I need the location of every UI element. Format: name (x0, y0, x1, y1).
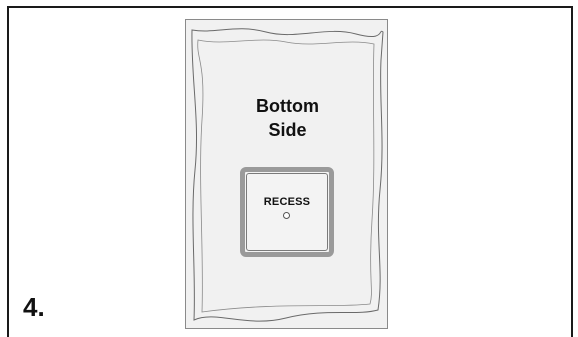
wrapping-outline (191, 28, 384, 322)
step-number: 4. (23, 292, 45, 322)
bottom-side-panel: Bottom Side RECESS (185, 19, 388, 329)
panel-title: Bottom Side (186, 94, 389, 142)
recess-hole-icon (283, 212, 290, 219)
panel-title-line2: Side (268, 120, 307, 140)
frame-border (7, 6, 573, 337)
recess-label: RECESS (263, 196, 311, 208)
recess-box: RECESS (240, 167, 334, 257)
recess-inner-border (246, 173, 328, 251)
panel-title-line1: Bottom (256, 96, 319, 116)
